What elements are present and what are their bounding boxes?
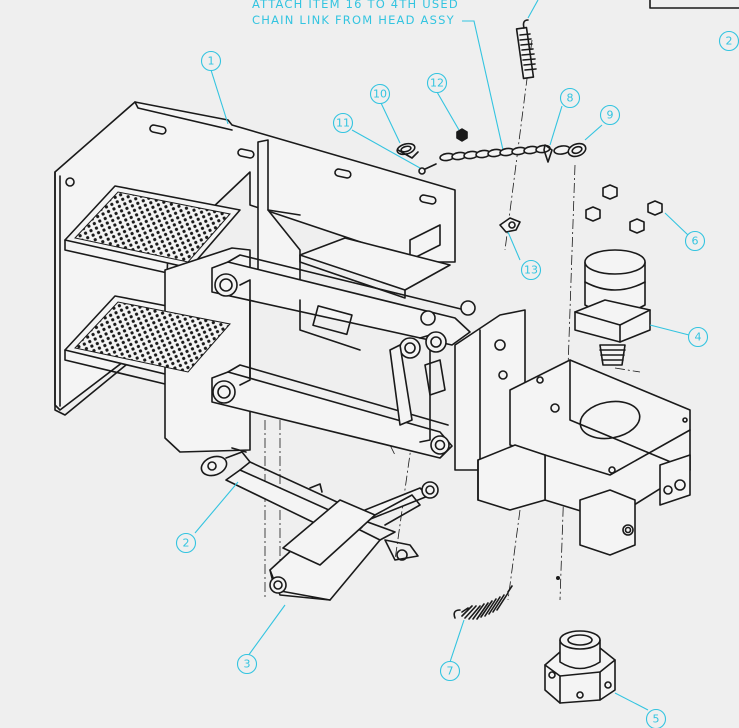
svg-text:6: 6: [692, 235, 699, 248]
svg-text:13: 13: [524, 264, 538, 277]
chain-assembly: [439, 142, 587, 163]
mounting-hub: [544, 630, 616, 704]
center-point: [556, 576, 560, 580]
balloon-7: 7: [439, 660, 461, 682]
balloon-6: 6: [684, 230, 706, 252]
svg-text:5: 5: [653, 713, 660, 726]
svg-text:12: 12: [430, 77, 444, 90]
balloon-11: 11: [332, 112, 354, 134]
upper-tread-grating: [74, 191, 231, 263]
svg-text:2: 2: [183, 537, 190, 550]
hex-nuts: [585, 184, 663, 234]
svg-text:3: 3: [244, 658, 251, 671]
lower-tread-grating: [74, 301, 231, 373]
balloon-10: 10: [369, 83, 391, 105]
balloon-3: 3: [236, 653, 258, 675]
balloon-2-cylinder: 2: [175, 532, 197, 554]
note-line-1: ATTACH ITEM 16 TO 4TH USED: [252, 0, 459, 11]
svg-text:2: 2: [726, 35, 733, 48]
svg-text:1: 1: [208, 55, 215, 68]
balloon-leaders: [194, 0, 690, 711]
lower-cylinder: [269, 494, 421, 601]
balloon-13: 13: [520, 259, 542, 281]
balloon-8: 8: [559, 87, 581, 109]
svg-text:10: 10: [373, 88, 387, 101]
title-block-corner: [649, 0, 739, 9]
balloon-2-top: 2: [718, 30, 739, 52]
balloon-9: 9: [599, 104, 621, 126]
parallel-linkage-arms: [211, 237, 476, 459]
svg-text:11: 11: [336, 117, 350, 130]
extension-spring-lower: [453, 585, 513, 620]
balloon-1: 1: [200, 50, 222, 72]
balloon-5: 5: [645, 708, 667, 728]
head-mount-frame: [454, 309, 691, 556]
svg-text:7: 7: [447, 665, 454, 678]
note-leader: [462, 20, 504, 151]
hydraulic-cylinder: [200, 447, 439, 530]
svg-text:4: 4: [695, 331, 702, 344]
svg-text:9: 9: [607, 109, 614, 122]
extension-spring-upper: [515, 19, 537, 80]
svg-text:8: 8: [567, 92, 574, 105]
hydraulic-motor: [574, 249, 651, 366]
balloon-12: 12: [426, 72, 448, 94]
note-line-2: CHAIN LINK FROM HEAD ASSY: [252, 13, 455, 27]
small-hardware: [396, 128, 521, 233]
balloon-4: 4: [687, 326, 709, 348]
